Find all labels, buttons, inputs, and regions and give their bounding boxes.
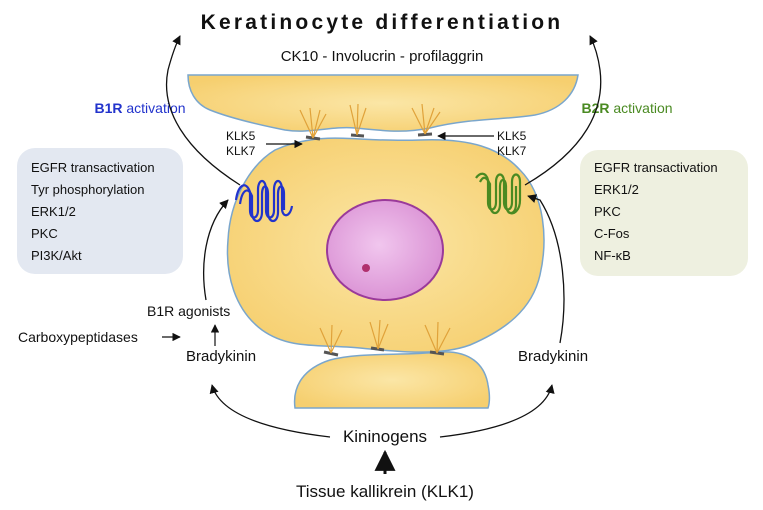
b1r-activation-label: B1R activation (94, 100, 185, 116)
b2r-signal-item: EGFR transactivation (594, 160, 718, 175)
b2r-activation-label: B2R activation (581, 100, 672, 116)
b2r-to-differentiation-arrow (524, 35, 602, 186)
agonists-to-b1r-arrow (203, 199, 229, 301)
b1r-receptor-icon (234, 179, 294, 223)
b1r-signal-item: ERK1/2 (31, 204, 76, 219)
b1r-name: B1R (94, 100, 122, 116)
klk7-right-label: KLK7 (497, 144, 527, 158)
b2r-signal-item: NF-κB (594, 248, 631, 263)
b2r-activation-word: activation (609, 100, 672, 116)
kininogens-to-bradykinin-right-arrow (439, 384, 555, 438)
b1r-signal-item: EGFR transactivation (31, 160, 155, 175)
lower-cell (293, 351, 491, 409)
title: Keratinocyte differentiation (201, 11, 564, 34)
nucleolus (362, 264, 370, 272)
keratin-filaments-bottom (319, 319, 451, 354)
b1r-signal-item: PKC (31, 226, 58, 241)
b1r-activation-word: activation (122, 100, 185, 116)
b1r-to-differentiation-arrow (165, 35, 241, 186)
klk7-left-label: KLK7 (226, 144, 256, 158)
klk5-left-label: KLK5 (226, 129, 256, 143)
bradykinin-to-b2r-arrow (527, 194, 565, 344)
nucleus (326, 199, 444, 301)
b1r-signal-item: PI3K/Akt (31, 248, 82, 263)
differentiation-markers: CK10 - Involucrin - profilaggrin (281, 48, 484, 65)
bradykinin-left-label: Bradykinin (186, 348, 256, 365)
carboxypeptidases-label: Carboxypeptidases (18, 329, 138, 345)
keratin-filaments-top (299, 103, 441, 139)
kininogens-label: Kininogens (343, 427, 427, 446)
b1r-signal-item: Tyr phosphorylation (31, 182, 144, 197)
b2r-name: B2R (581, 100, 609, 116)
b2r-signal-item: PKC (594, 204, 621, 219)
b2r-signal-item: C-Fos (594, 226, 630, 241)
b2r-signaling-box (580, 150, 748, 276)
kininogens-to-bradykinin-left-arrow (209, 384, 331, 438)
upper-cell (187, 74, 579, 132)
b2r-signal-item: ERK1/2 (594, 182, 639, 197)
b1r-agonists-label: B1R agonists (147, 303, 230, 319)
b1r-signaling-box (17, 148, 183, 274)
b2r-receptor-icon (475, 172, 522, 215)
bradykinin-right-label: Bradykinin (518, 348, 588, 365)
klk5-right-label: KLK5 (497, 129, 527, 143)
tissue-kallikrein-label: Tissue kallikrein (KLK1) (296, 482, 474, 501)
